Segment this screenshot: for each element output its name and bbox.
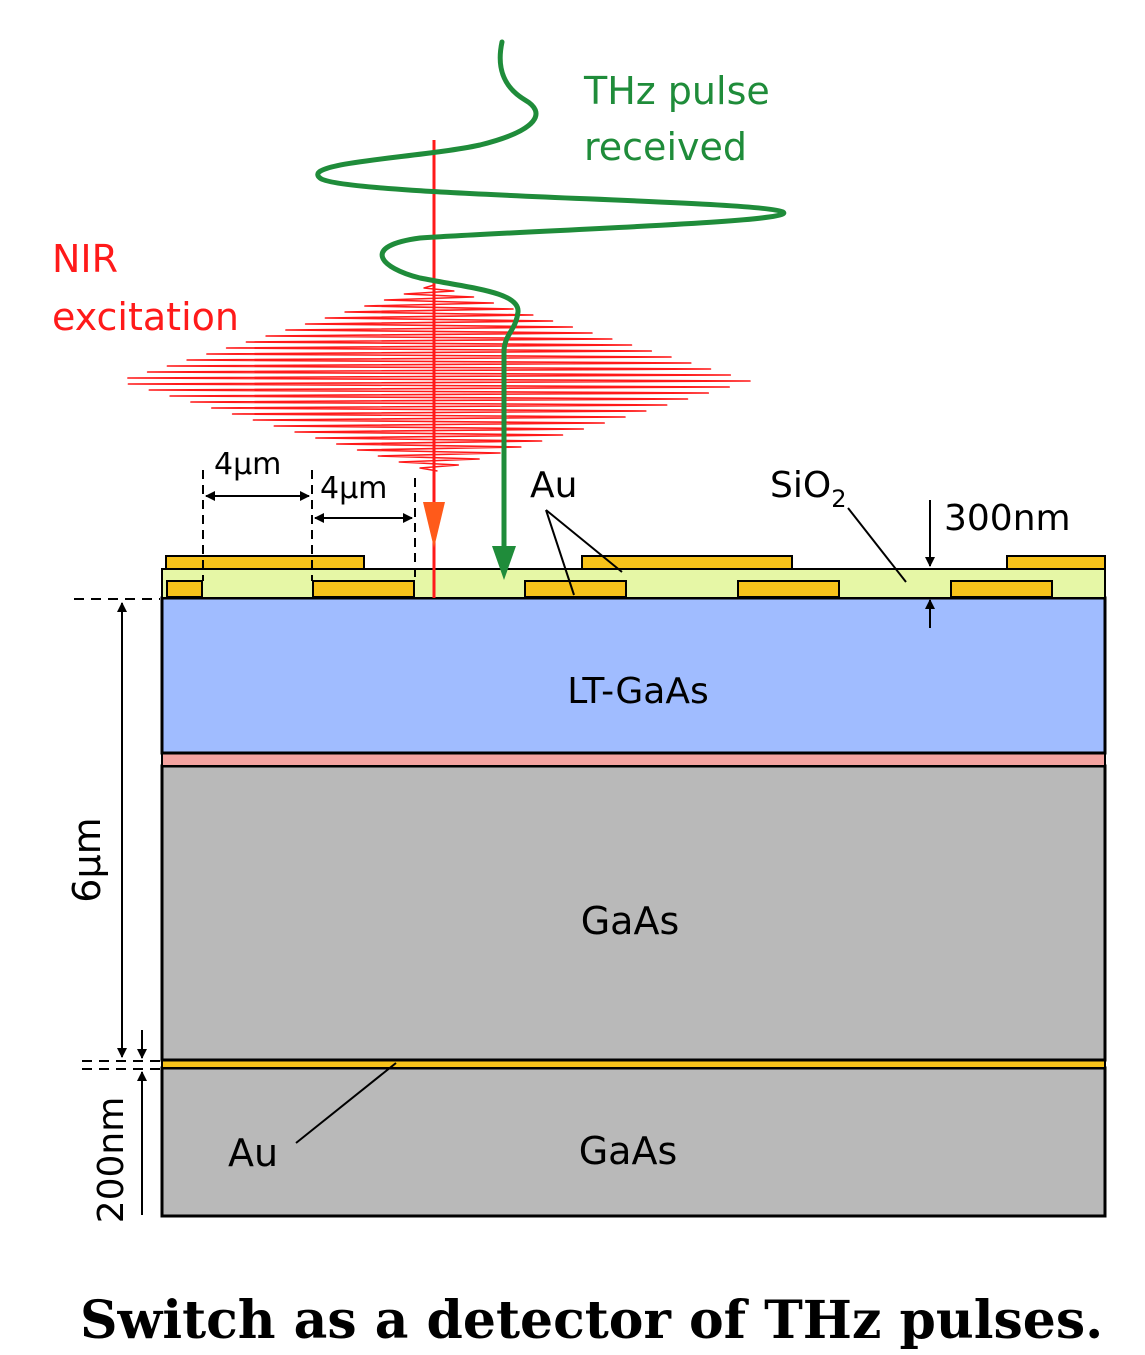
electrode-bottom-1 bbox=[166, 580, 203, 598]
electrode-top-2 bbox=[581, 555, 793, 570]
electrode-bottom-3 bbox=[524, 580, 627, 598]
gap-label-1: 4μm bbox=[214, 447, 281, 482]
electrode-bottom-5 bbox=[950, 580, 1053, 598]
electrode-top-3 bbox=[1006, 555, 1106, 570]
au-bottom-label: Au bbox=[228, 1131, 278, 1175]
gaas-lower-label: GaAs bbox=[579, 1129, 678, 1173]
depth-dimension-lines bbox=[74, 598, 397, 1215]
figure-caption: Switch as a detector of THz pulses. bbox=[80, 1290, 1103, 1351]
nir-wave-packet bbox=[127, 284, 751, 472]
thz-pulse-waveform bbox=[315, 39, 787, 573]
electrode-top-1 bbox=[165, 555, 365, 570]
interlayer-pink bbox=[161, 752, 1106, 767]
gap-dimension-lines bbox=[202, 470, 416, 581]
sio2-label: SiO2 bbox=[770, 465, 846, 513]
thz-label-line1: THz pulse bbox=[583, 69, 770, 113]
top-leader-lines bbox=[545, 507, 907, 596]
nir-label-line1: NIR bbox=[52, 237, 118, 281]
lt-gaas-layer bbox=[160, 596, 1107, 755]
lt-gaas-label: LT-GaAs bbox=[567, 671, 708, 712]
thickness-sio2-label: 300nm bbox=[944, 498, 1071, 539]
gaas-lower-layer bbox=[160, 1066, 1107, 1218]
gaas-upper-layer bbox=[160, 764, 1107, 1062]
depth-6um-label: 6μm bbox=[65, 817, 109, 902]
thz-label-line2: received bbox=[584, 125, 747, 169]
nir-pulse bbox=[127, 284, 751, 472]
electrode-bottom-4 bbox=[737, 580, 840, 598]
au-top-label: Au bbox=[530, 465, 577, 506]
nir-label-line2: excitation bbox=[52, 295, 239, 339]
depth-200nm-label: 200nm bbox=[91, 1097, 132, 1224]
thz-arrowhead bbox=[492, 546, 516, 580]
gap-label-2: 4μm bbox=[320, 471, 387, 506]
nir-arrowhead bbox=[423, 502, 445, 548]
electrode-bottom-2 bbox=[312, 580, 415, 598]
gaas-upper-label: GaAs bbox=[581, 899, 680, 943]
